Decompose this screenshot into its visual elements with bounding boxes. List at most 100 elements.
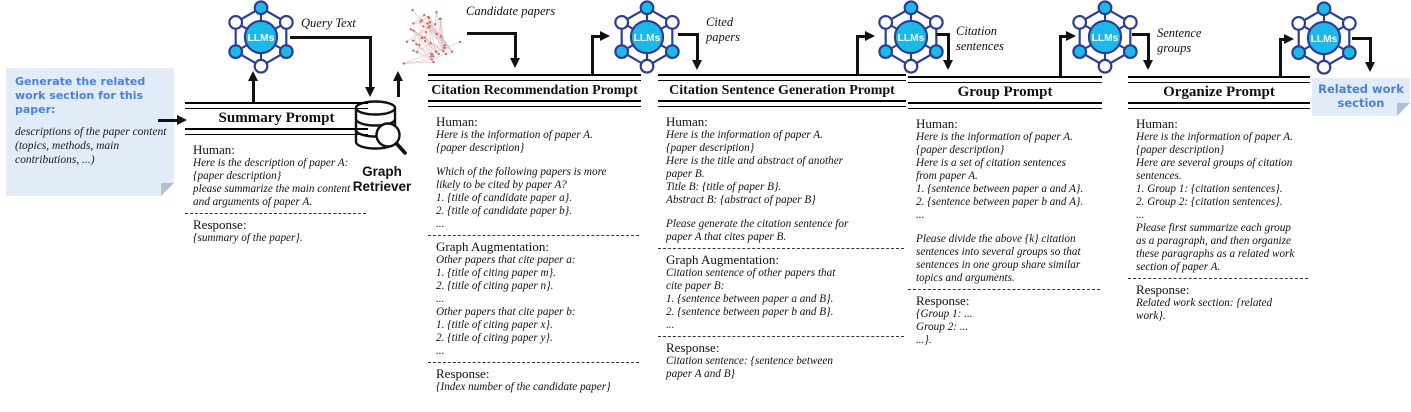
arrow-llm-to-organize-v (1147, 33, 1150, 61)
prompt-text-line: Title B: {title of paper B}. (666, 181, 782, 193)
double-rule (1128, 76, 1310, 83)
section-lines: Here is the information of paper A.{pape… (1136, 131, 1310, 274)
llm-icon: LLMs (222, 0, 300, 74)
prompt-text-line: 1. {title of candidate paper a}. (436, 192, 573, 204)
section-label: Response: (916, 293, 970, 308)
prompt-text-line: 2. Group 2: {citation sentences}. (1136, 196, 1283, 208)
arrow-llm-to-retriever-h (290, 36, 372, 39)
prompt-text-line: sentences. (1136, 170, 1182, 182)
double-rule (908, 76, 1102, 83)
dashed-separator (658, 336, 904, 337)
section-label: Graph Augmentation: (436, 239, 550, 254)
prompt-text-line: Citation sentence of other papers that (666, 267, 836, 279)
section-lines: {Group 1: ...Group 2: ......}. (916, 308, 1102, 347)
arrow-graph-to-citrec-v (514, 32, 517, 59)
llm-icon: LLMs (872, 0, 950, 74)
dashed-separator (658, 248, 904, 249)
prompt-text-line: Which of the following papers is more (436, 166, 607, 178)
dashed-separator (428, 362, 639, 363)
section-lines: {summary of the paper}. (193, 232, 368, 245)
llm-icon-label: LLMs (634, 33, 661, 44)
llm-icon: LLMs (608, 0, 686, 74)
arrow-citgen-to-llm (856, 38, 859, 75)
arrow-llm-to-output-h (1352, 37, 1372, 40)
cited-papers-label: Cited papers (706, 15, 741, 44)
prompt-text-line: 1. {title of citing paper x}. (436, 319, 553, 331)
prompt-text-line: Here is the information of paper A. (666, 129, 823, 141)
arrow-organize-to-llm-h (1279, 38, 1285, 41)
arrow-llm-to-group-v (947, 33, 950, 61)
input-note-body: descriptions of the paper content (topic… (15, 126, 167, 166)
prompt-text-line: Related work section: {related (1136, 297, 1273, 309)
prompt-text-line: topics and arguments. (916, 272, 1015, 284)
arrow-group-to-llm (1059, 38, 1062, 77)
arrow-llm-to-retriever-v (369, 36, 372, 88)
prompt-text-line: section of paper A. (1136, 261, 1221, 273)
llm-icon: LLMs (1066, 0, 1144, 74)
arrow-citgen-to-llm-h (856, 35, 866, 38)
prompt-text-line: {summary of the paper}. (193, 232, 303, 244)
candidate-papers-label: Candidate papers (466, 4, 556, 18)
organize-prompt-box: Organize Prompt Human: Here is the infor… (1128, 76, 1310, 323)
citation-recommendation-prompt-title: Citation Recommendation Prompt (431, 83, 638, 98)
group-prompt-box: Group Prompt Human: Here is the informat… (908, 76, 1102, 347)
prompt-text-line: 2. {sentence between paper b and A}. (916, 196, 1084, 208)
section-label: Human: (1136, 116, 1178, 131)
arrowhead-graph-to-citrec (510, 58, 520, 68)
prompt-text-line: {paper description} (916, 144, 1005, 156)
arrow-llm-to-group-h (936, 33, 950, 36)
section-lines: {Index number of the candidate paper} (436, 381, 641, 394)
citation-recommendation-prompt-box: Citation Recommendation Prompt Human: He… (428, 74, 641, 394)
prompt-text-line: ...}. (916, 334, 932, 346)
related-work-output-label: Related work section (1318, 82, 1404, 110)
arrow-citrec-to-llm (591, 38, 594, 75)
prompt-text-line: ... (436, 345, 445, 357)
group-prompt-title: Group Prompt (957, 84, 1053, 100)
arrow-citrec-to-llm-h (591, 35, 601, 38)
prompt-text-line: Here is the information of paper A. (1136, 131, 1293, 143)
prompt-text-line: Here is the title and abstract of anothe… (666, 155, 844, 167)
prompt-text-line: ... (916, 209, 925, 221)
graph-retriever-label: Graph Retriever (352, 164, 412, 194)
prompt-text-line: 2. {title of candidate paper b}. (436, 205, 573, 217)
prompt-text-line: paper A and B} (666, 368, 736, 380)
llm-icon-label: LLMs (1092, 33, 1119, 44)
section-label: Human: (436, 114, 478, 129)
prompt-text-line: {paper description} (666, 142, 755, 154)
prompt-text-line: these paragraphs as a related work (1136, 248, 1295, 260)
prompt-text-line: Here are several groups of citation (1136, 157, 1293, 169)
prompt-text-line: likely to be cited by paper A? (436, 179, 567, 191)
dashed-separator (428, 235, 639, 236)
arrowhead-citgen-to-llm (865, 31, 875, 41)
prompt-text-line: please summarize the main content (193, 183, 351, 195)
section-lines: Here is the information of paper A.{pape… (436, 129, 641, 231)
section-label: Response: (436, 366, 490, 381)
input-note-heading: Generate the related work section for th… (15, 75, 146, 116)
prompt-text-line: {paper description} (193, 170, 282, 182)
double-rule (908, 102, 1102, 109)
prompt-text-line (666, 207, 906, 218)
arrow-group-to-llm-h (1059, 35, 1067, 38)
arrowhead-llm-to-citgen (692, 60, 702, 70)
section-label: Human: (666, 114, 708, 129)
prompt-text-line: ... (436, 218, 445, 230)
double-rule (1128, 102, 1310, 109)
section-lines: Here is the information of paper A.{pape… (916, 131, 1102, 285)
prompt-text-line: Here is a set of citation sentences (916, 157, 1066, 169)
prompt-text-line: cite paper B: (666, 280, 725, 292)
prompt-text-line: Citation sentence: {sentence between (666, 355, 833, 367)
double-rule (428, 74, 641, 81)
dashed-separator (908, 289, 1100, 290)
note-fold-corner (161, 183, 174, 196)
llm-icon-label: LLMs (1311, 34, 1338, 45)
prompt-text-line: 1. {sentence between paper a and B}. (666, 293, 834, 305)
section-lines: Here is the description of paper A:{pape… (193, 157, 368, 209)
prompt-text-line: ... (1136, 209, 1145, 221)
arrow-retriever-to-graph (397, 80, 400, 97)
prompt-text-line: 1. Group 1: {citation sentences}. (1136, 183, 1283, 195)
prompt-text-line: {Group 1: ... (916, 308, 973, 320)
arrow-llm-to-output-v (1369, 37, 1372, 63)
citation-network-image (402, 8, 462, 65)
